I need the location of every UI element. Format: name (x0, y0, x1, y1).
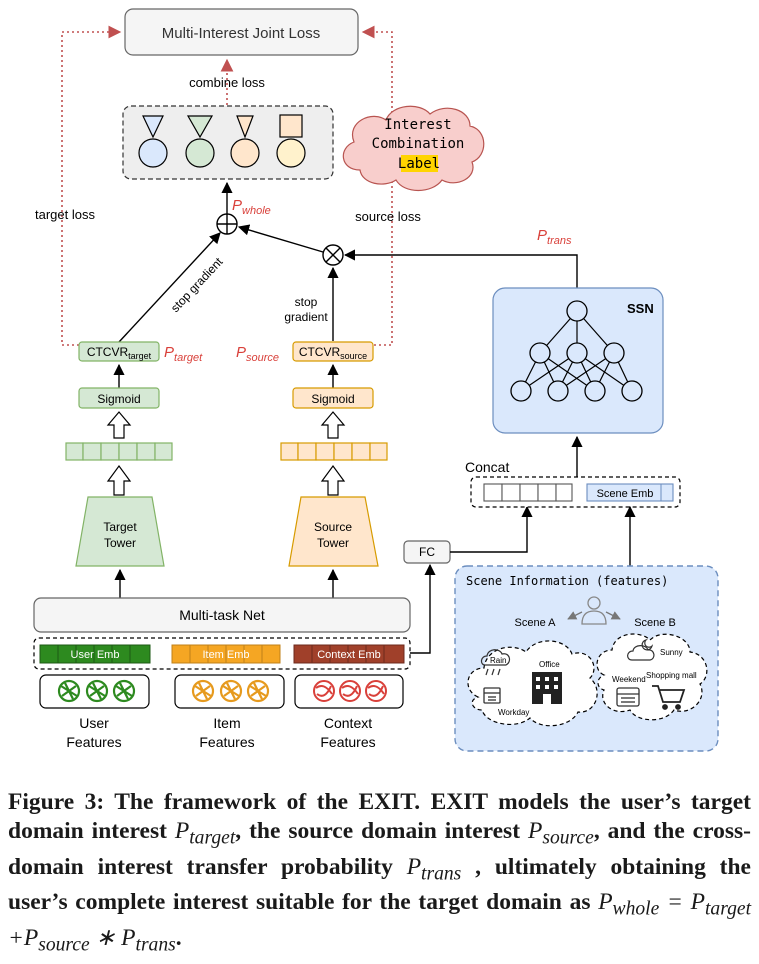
svg-text:Item Emb: Item Emb (202, 649, 249, 661)
sunny-icon (627, 638, 655, 661)
p-target-label: Ptarget (164, 344, 203, 364)
interest-icons-box (122, 105, 334, 180)
exit-framework-diagram: Multi-Interest Joint Loss combine loss t… (33, 8, 719, 752)
medal-blue-icon (138, 115, 168, 168)
svg-text:Workday: Workday (498, 708, 529, 717)
svg-text:CTCVRtarget: CTCVRtarget (87, 345, 152, 361)
stop-gradient-target: stop gradient (168, 254, 226, 315)
combine-loss-label: combine loss (189, 75, 265, 90)
user-features-icon (39, 674, 150, 709)
p-trans-label: Ptrans (537, 227, 572, 247)
svg-text:Rain: Rain (490, 656, 506, 665)
target-tower: Target Tower (75, 496, 165, 567)
svg-text:Sunny: Sunny (660, 648, 683, 657)
cloud-label-line-1: Interest (384, 117, 451, 133)
svg-text:Source: Source (314, 520, 352, 534)
svg-text:Scene A: Scene A (515, 617, 557, 629)
item-features-label: Item (213, 715, 240, 731)
svg-text:Features: Features (320, 734, 375, 750)
ctcvr-source-box: CTCVRsource (292, 341, 374, 362)
loss-box: Multi-Interest Joint Loss (124, 8, 359, 56)
medal-green-icon (185, 115, 215, 168)
item-emb: Item Emb (171, 644, 281, 664)
p-whole-label: Pwhole (232, 197, 271, 217)
svg-text:Office: Office (539, 660, 560, 669)
user-features-label: User (79, 715, 109, 731)
svg-text:CTCVRsource: CTCVRsource (299, 345, 367, 361)
p-source-label: Psource (236, 344, 279, 364)
person-icon (581, 596, 607, 625)
svg-text:Features: Features (199, 734, 254, 750)
sigmoid-target-box: Sigmoid (78, 387, 160, 409)
svg-text:Scene B: Scene B (634, 617, 676, 629)
svg-text:Sigmoid: Sigmoid (97, 392, 140, 406)
target-loss-label: target loss (35, 207, 95, 222)
rain-icon (480, 649, 511, 676)
svg-text:Shopping mall: Shopping mall (646, 671, 697, 680)
interest-combination-cloud: Interest Combination Label (342, 105, 485, 192)
office-building-icon (532, 672, 562, 704)
hollow-arrows (106, 411, 346, 496)
svg-text:Tower: Tower (317, 536, 349, 550)
svg-text:User Emb: User Emb (71, 649, 120, 661)
context-features-icon (294, 674, 404, 709)
svg-text:Target: Target (103, 520, 137, 534)
target-vector (65, 442, 173, 461)
medal-orange-icon (230, 115, 260, 168)
times-operator-icon (322, 244, 344, 266)
ctcvr-target-box: CTCVRtarget (78, 341, 160, 362)
fc-box: FC (403, 540, 451, 564)
stop-gradient-source-1: stop (295, 295, 318, 309)
figure-caption: Figure 3: The framework of the EXIT. EXI… (8, 789, 752, 956)
svg-text:Context Emb: Context Emb (317, 649, 381, 661)
cloud-label-line-2: Combination (372, 136, 465, 152)
svg-text:Sigmoid: Sigmoid (311, 392, 354, 406)
scene-information-panel: Scene Information (features) Scene A Sce… (454, 565, 719, 752)
loss-arrows (61, 25, 393, 346)
workday-calendar-icon (483, 687, 501, 704)
source-tower: Source Tower (288, 496, 379, 567)
svg-text:Multi-task Net: Multi-task Net (179, 607, 265, 623)
multi-task-net-box: Multi-task Net (33, 597, 411, 633)
concat-vector (483, 483, 573, 502)
source-vector (280, 442, 388, 461)
user-emb: User Emb (39, 644, 151, 664)
svg-text:Features: Features (66, 734, 121, 750)
plus-operator-icon (216, 213, 238, 235)
shopping-cart-icon (652, 685, 686, 710)
svg-text:FC: FC (419, 545, 435, 559)
item-features-icon (174, 674, 285, 709)
loss-title: Multi-Interest Joint Loss (162, 25, 320, 42)
scene-emb: Scene Emb (586, 483, 674, 502)
svg-text:Scene Information (features): Scene Information (features) (466, 574, 668, 588)
context-features-label: Context (324, 715, 372, 731)
ssn-box: SSN (492, 287, 664, 434)
context-emb: Context Emb (293, 644, 405, 664)
svg-text:Tower: Tower (104, 536, 136, 550)
cloud-label-line-3: Label (398, 156, 440, 172)
sigmoid-source-box: Sigmoid (292, 387, 374, 409)
svg-text:Scene Emb: Scene Emb (597, 488, 654, 500)
concat-label: Concat (465, 459, 509, 475)
medal-square-icon (276, 114, 306, 168)
source-loss-label: source loss (355, 209, 421, 224)
svg-text:SSN: SSN (627, 301, 654, 316)
stop-gradient-source-2: gradient (284, 310, 328, 324)
weekend-calendar-icon (616, 687, 640, 707)
svg-text:Weekend: Weekend (612, 675, 646, 684)
